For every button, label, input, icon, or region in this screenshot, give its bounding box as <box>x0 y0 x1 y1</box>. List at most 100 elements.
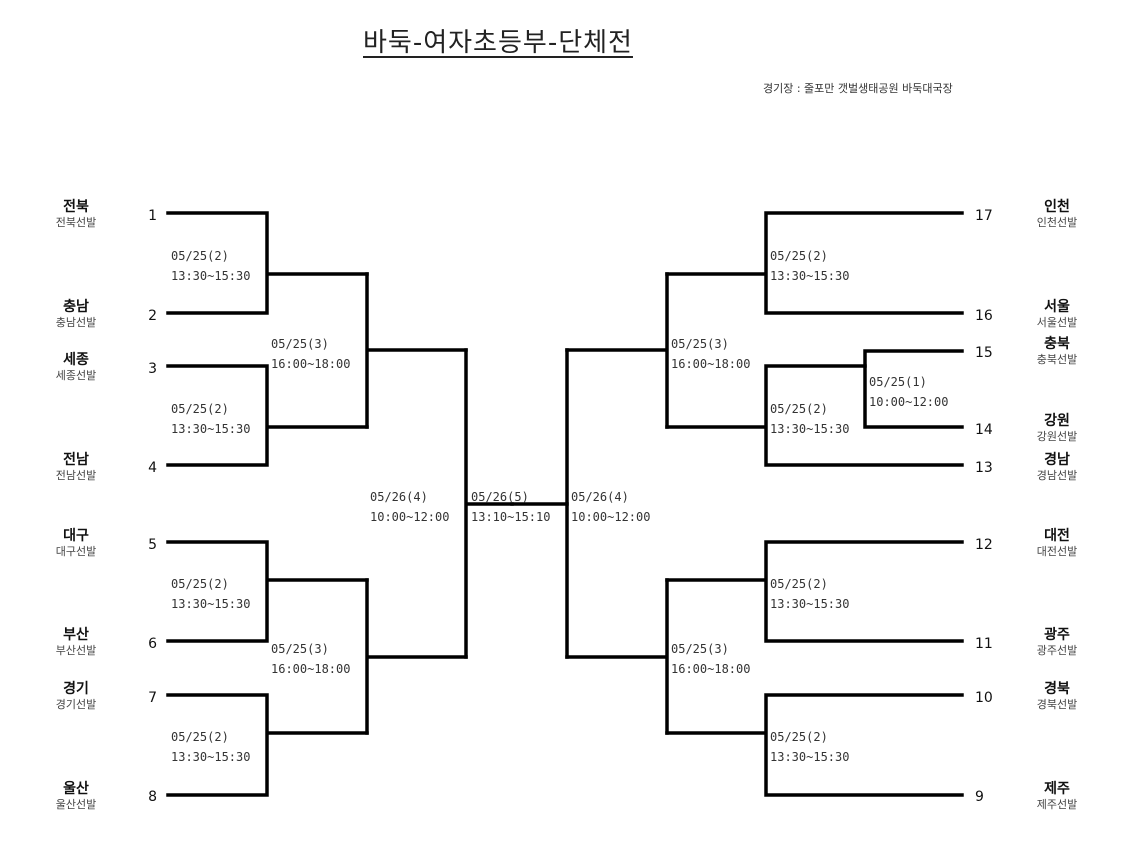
match-date: 05/25(2) <box>770 730 828 744</box>
team-sub: 부산선발 <box>55 644 97 657</box>
match-date: 05/25(3) <box>671 642 729 656</box>
team-left-5: 대구 대구선발 <box>41 528 111 559</box>
seed-number: 12 <box>975 537 993 553</box>
team-sub: 전북선발 <box>55 216 97 229</box>
bracket-line-r-pre <box>863 349 964 429</box>
match-schedule-l-qf-b: 05/25(3) 16:00~18:00 <box>271 639 350 679</box>
team-sub: 경남선발 <box>1036 469 1078 482</box>
team-right-17: 인천 인천선발 <box>1022 199 1092 230</box>
team-name: 경기 <box>63 681 89 697</box>
team-sub: 경기선발 <box>55 698 97 711</box>
match-date: 05/25(2) <box>171 402 229 416</box>
bracket-line-l-r1-d <box>166 693 369 797</box>
match-date: 05/25(2) <box>770 249 828 263</box>
seed-number: 7 <box>148 690 157 706</box>
team-sub: 세종선발 <box>55 369 97 382</box>
match-time: 10:00~12:00 <box>571 510 651 524</box>
match-time: 16:00~18:00 <box>671 662 751 676</box>
match-time: 16:00~18:00 <box>271 662 351 676</box>
seed-number: 17 <box>975 208 993 224</box>
team-name: 경남 <box>1044 452 1070 468</box>
seed-number: 15 <box>975 345 993 361</box>
page-title: 바둑-여자초등부-단체전 <box>363 28 633 58</box>
match-schedule-l-r1-b: 05/25(2) 13:30~15:30 <box>171 399 250 439</box>
team-name: 제주 <box>1044 781 1070 797</box>
bracket-line-r-r1-a <box>665 211 964 315</box>
team-name: 대구 <box>63 528 89 544</box>
team-name: 서울 <box>1044 299 1070 315</box>
seed-number: 8 <box>148 789 157 805</box>
bracket-line-l-r1-c <box>166 540 369 643</box>
match-time: 13:30~15:30 <box>770 597 850 611</box>
bracket-line-r-qf-b <box>565 578 669 735</box>
match-date: 05/25(3) <box>271 337 329 351</box>
match-date: 05/25(3) <box>271 642 329 656</box>
team-sub: 대전선발 <box>1036 545 1078 558</box>
seed-number: 16 <box>975 308 993 324</box>
match-time: 13:30~15:30 <box>171 422 251 436</box>
match-schedule-r-qf-b: 05/25(3) 16:00~18:00 <box>671 639 750 679</box>
team-name: 충남 <box>63 299 89 315</box>
team-name: 충북 <box>1044 336 1070 352</box>
team-sub: 경북선발 <box>1036 698 1078 711</box>
team-left-6: 부산 부산선발 <box>41 627 111 658</box>
match-schedule-r-r1-a: 05/25(2) 13:30~15:30 <box>770 246 849 286</box>
team-right-10: 경북 경북선발 <box>1022 681 1092 712</box>
bracket-line-l-qf-a <box>365 272 468 429</box>
team-left-7: 경기 경기선발 <box>41 681 111 712</box>
team-left-3: 세종 세종선발 <box>41 352 111 383</box>
match-date: 05/26(4) <box>571 490 629 504</box>
team-sub: 광주선발 <box>1036 644 1078 657</box>
match-time: 13:30~15:30 <box>770 422 850 436</box>
team-right-13: 경남 경남선발 <box>1022 452 1092 483</box>
match-date: 05/25(1) <box>869 375 927 389</box>
team-name: 울산 <box>63 781 89 797</box>
match-schedule-r-r1-d: 05/25(2) 13:30~15:30 <box>770 727 849 767</box>
team-right-16: 서울 서울선발 <box>1022 299 1092 330</box>
bracket-line-r-qf-a <box>565 272 669 429</box>
seed-number: 5 <box>148 537 157 553</box>
match-schedule-r-r1-b: 05/25(2) 13:30~15:30 <box>770 399 849 439</box>
team-name: 인천 <box>1044 199 1070 215</box>
team-sub: 강원선발 <box>1036 430 1078 443</box>
bracket-line-l-sf <box>464 348 514 659</box>
team-name: 강원 <box>1044 413 1070 429</box>
seed-number: 9 <box>975 789 984 805</box>
team-right-11: 광주 광주선발 <box>1022 627 1092 658</box>
team-name: 전남 <box>63 452 89 468</box>
team-sub: 전남선발 <box>55 469 97 482</box>
match-date: 05/25(3) <box>671 337 729 351</box>
match-schedule-l-qf-a: 05/25(3) 16:00~18:00 <box>271 334 350 374</box>
match-schedule-final: 05/26(5) 13:10~15:10 <box>471 487 550 527</box>
match-schedule-r-pre: 05/25(1) 10:00~12:00 <box>869 372 948 412</box>
team-left-2: 충남 충남선발 <box>41 299 111 330</box>
match-schedule-r-sf: 05/26(4) 10:00~12:00 <box>571 487 650 527</box>
match-schedule-l-r1-d: 05/25(2) 13:30~15:30 <box>171 727 250 767</box>
match-schedule-l-r1-c: 05/25(2) 13:30~15:30 <box>171 574 250 614</box>
match-date: 05/25(2) <box>770 402 828 416</box>
team-sub: 서울선발 <box>1036 316 1078 329</box>
bracket-line-l-r1-b <box>166 364 369 467</box>
team-sub: 충남선발 <box>55 316 97 329</box>
match-schedule-r-qf-a: 05/25(3) 16:00~18:00 <box>671 334 750 374</box>
seed-number: 6 <box>148 636 157 652</box>
team-right-9: 제주 제주선발 <box>1022 781 1092 812</box>
team-sub: 인천선발 <box>1036 216 1078 229</box>
team-sub: 울산선발 <box>55 798 97 811</box>
team-left-4: 전남 전남선발 <box>41 452 111 483</box>
team-name: 세종 <box>63 352 89 368</box>
seed-number: 14 <box>975 422 993 438</box>
team-name: 전북 <box>63 199 89 215</box>
bracket-line-l-qf-b <box>365 578 468 735</box>
bracket-line-r-r1-c <box>665 540 964 643</box>
match-schedule-r-r1-c: 05/25(2) 13:30~15:30 <box>770 574 849 614</box>
team-left-1: 전북 전북선발 <box>41 199 111 230</box>
match-date: 05/25(2) <box>171 249 229 263</box>
team-sub: 제주선발 <box>1036 798 1078 811</box>
team-name: 광주 <box>1044 627 1070 643</box>
match-date: 05/26(4) <box>370 490 428 504</box>
match-date: 05/25(2) <box>171 577 229 591</box>
match-time: 13:30~15:30 <box>770 269 850 283</box>
team-name: 부산 <box>63 627 89 643</box>
match-date: 05/25(2) <box>171 730 229 744</box>
